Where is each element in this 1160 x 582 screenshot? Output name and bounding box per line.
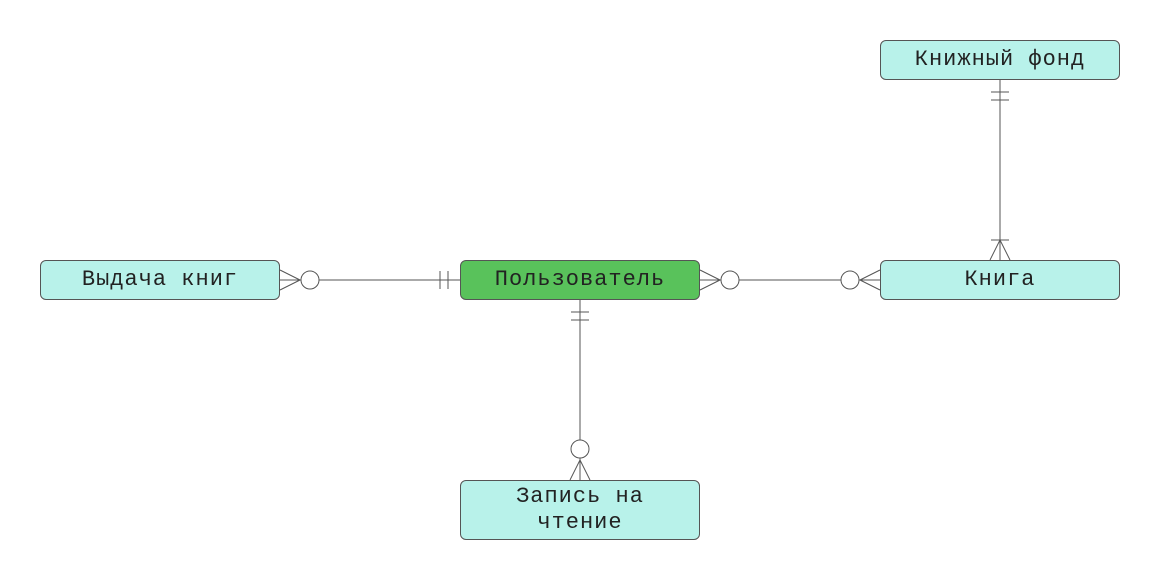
crow-foot-kniga [999,239,1011,261]
crow-foot-vydacha [279,269,301,281]
crow-foot-kniga-h [859,269,881,281]
zero-circle-zapis [570,439,590,459]
entity-knizhny-fond[interactable]: Книжный фонд [880,40,1120,80]
entity-label: Книжный фонд [914,46,1086,72]
entity-polzovatel[interactable]: Пользователь [460,260,700,300]
crow-foot-kniga [989,239,1001,261]
entity-kniga[interactable]: Книга [880,260,1120,300]
crow-foot-user [699,279,721,291]
entity-label: Запись на чтение [516,483,644,535]
crow-foot-zapis [569,459,581,481]
entity-zapis-na-chtenie[interactable]: Запись на чтение [460,480,700,540]
crow-foot-user [699,269,721,281]
entity-label: Книга [964,266,1036,292]
crow-foot-zapis [579,459,591,481]
relationship-lines [279,80,1011,481]
zero-circle-kniga [840,270,860,290]
crow-foot-vydacha [279,279,301,291]
zero-circle-user [720,270,740,290]
zero-circle-vydacha [300,270,320,290]
entity-vydacha-knig[interactable]: Выдача книг [40,260,280,300]
entity-label: Выдача книг [81,266,239,292]
entity-label: Пользователь [494,266,666,292]
crow-foot-kniga-h [859,279,881,291]
